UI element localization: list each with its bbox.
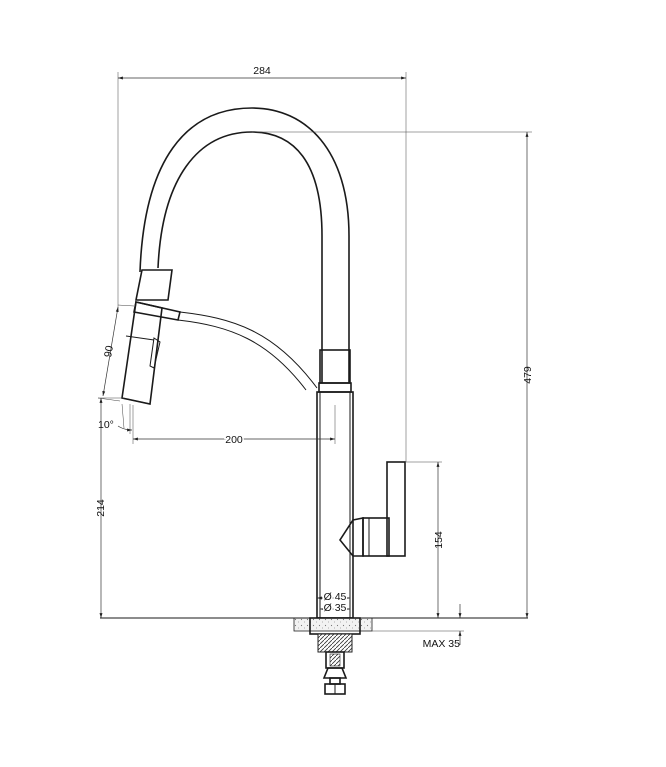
dimension-overall-height: 479	[252, 131, 534, 618]
countertop-section	[100, 617, 528, 632]
dimension-head-length: 90	[97, 304, 135, 402]
spout-height-label: 214	[95, 499, 107, 517]
dimension-max-thickness: MAX 35	[372, 604, 464, 650]
hole-diameter-label: Ø 35	[324, 602, 347, 614]
overall-height-label: 479	[522, 366, 534, 384]
dimension-overall-width: 284	[117, 65, 407, 462]
mounting-shank	[309, 617, 361, 695]
dimension-spout-reach: 200	[132, 405, 336, 448]
pull-out-spray-head	[121, 301, 181, 405]
head-angle-label: 10°	[98, 419, 114, 431]
dimension-head-angle: 10°	[98, 403, 133, 434]
dimension-handle-height: 154	[406, 461, 445, 618]
dimension-diameters: Ø 45 Ø 35	[317, 590, 350, 616]
spout-reach-label: 200	[225, 434, 243, 446]
side-handle	[339, 461, 406, 557]
outer-diameter-label: Ø 45	[324, 591, 347, 603]
pull-out-hose	[177, 311, 318, 391]
head-length-label: 90	[102, 345, 116, 359]
spout-gooseneck	[135, 107, 351, 384]
max-thickness-label: MAX 35	[423, 638, 461, 650]
dimension-spout-height: 214	[95, 397, 124, 618]
handle-height-label: 154	[433, 531, 445, 549]
overall-width-label: 284	[253, 65, 271, 77]
